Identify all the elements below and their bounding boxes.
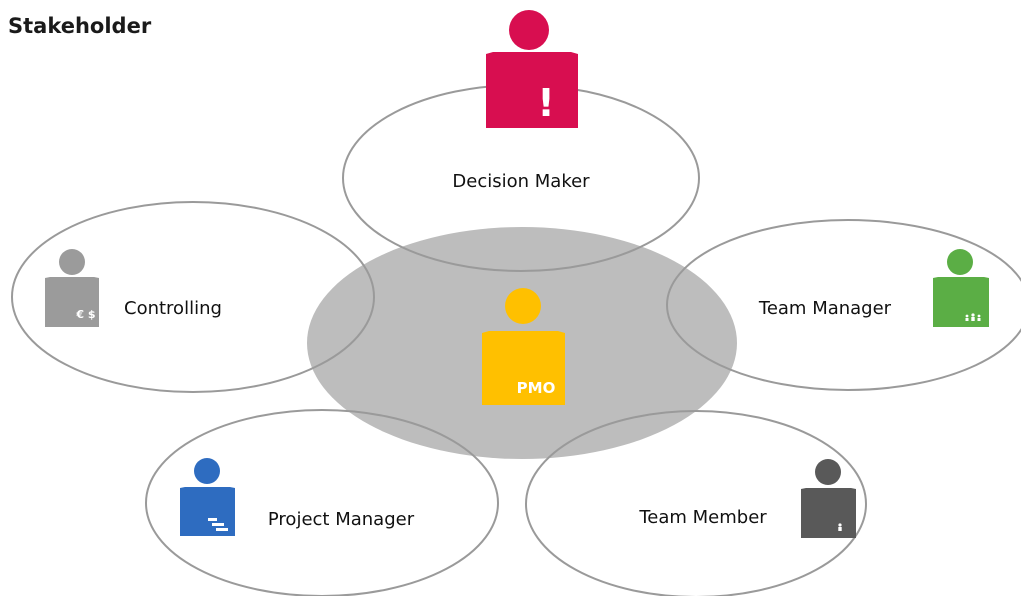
- person-pmo-icon: PMO: [482, 288, 565, 405]
- member-glyph: [838, 523, 842, 531]
- person-member-icon: [801, 459, 856, 538]
- currency-glyph: € $: [75, 308, 95, 321]
- exclamation-glyph: !: [537, 81, 554, 125]
- team-manager-ellipse: [666, 219, 1021, 391]
- person-team-icon: [933, 249, 989, 327]
- project-manager-ellipse: [145, 409, 499, 596]
- team-member-ellipse: [525, 410, 867, 596]
- person-currency-icon: € $: [45, 249, 99, 327]
- role-label-decision-maker: Decision Maker: [452, 171, 590, 192]
- role-label-project-manager: Project Manager: [268, 509, 415, 530]
- team-glyph: [965, 313, 981, 321]
- person-exclamation-icon: !: [486, 10, 578, 128]
- gantt-glyph: [208, 518, 228, 531]
- role-label-controlling: Controlling: [124, 298, 222, 319]
- role-label-team-manager: Team Manager: [758, 298, 892, 319]
- role-label-team-member: Team Member: [638, 507, 767, 528]
- pmo-label: PMO: [517, 379, 556, 397]
- controlling-ellipse: [11, 201, 375, 393]
- diagram-title: Stakeholder: [8, 14, 152, 38]
- person-gantt-icon: [180, 458, 235, 536]
